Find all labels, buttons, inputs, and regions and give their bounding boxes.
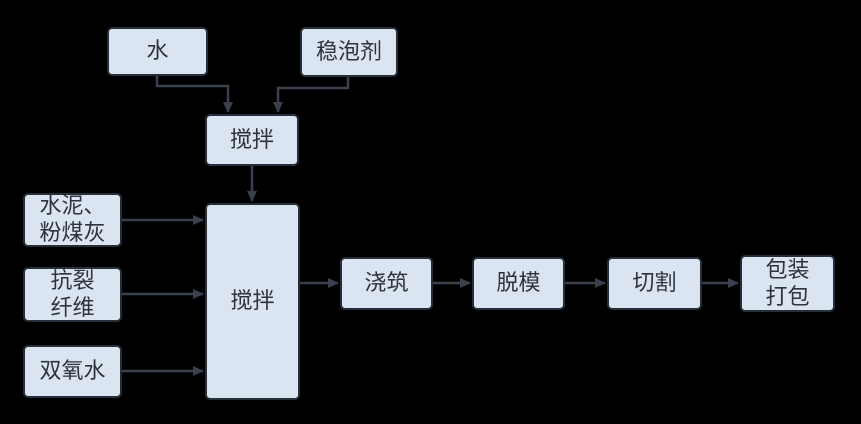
edge-water-to-premix: [155, 76, 233, 113]
node-main-mix: 搅拌: [205, 203, 300, 400]
node-packaging: 包装 打包: [740, 255, 835, 312]
node-anticrack-fiber: 抗裂 纤维: [23, 267, 122, 322]
node-cutting: 切割: [607, 257, 702, 310]
edge-foam-stabilizer-to-premix: [273, 77, 350, 113]
node-casting: 浇筑: [340, 257, 433, 310]
node-demolding: 脱模: [472, 257, 565, 310]
node-hydrogen-peroxide: 双氧水: [23, 345, 122, 398]
node-cement-flyash: 水泥、 粉煤灰: [23, 193, 122, 247]
node-foam-stabilizer: 稳泡剂: [300, 27, 398, 77]
node-water: 水: [107, 27, 208, 76]
node-premix: 搅拌: [205, 114, 299, 166]
